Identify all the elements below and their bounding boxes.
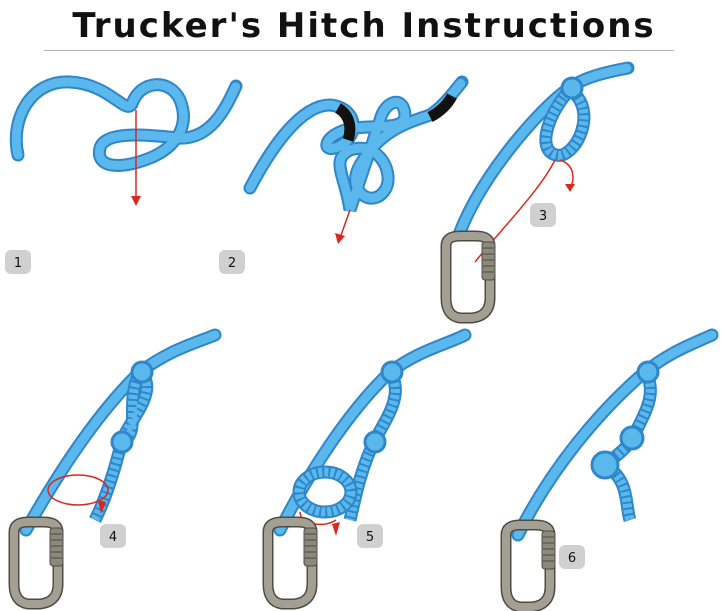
step-badge-1: 1 <box>5 250 31 274</box>
title-underline <box>44 50 674 51</box>
step-2-illustration <box>243 75 469 244</box>
marked-rope-segment <box>334 103 356 142</box>
step-badge-4: 4 <box>100 524 126 548</box>
svg-text:6: 6 <box>568 551 576 566</box>
svg-text:3: 3 <box>539 209 547 224</box>
step-4-illustration <box>14 328 222 604</box>
carabiner-icon <box>446 236 495 318</box>
step-badge-6: 6 <box>559 545 585 569</box>
step-5-illustration <box>268 328 472 604</box>
step-6-illustration <box>506 328 719 607</box>
svg-text:1: 1 <box>14 256 22 271</box>
svg-text:2: 2 <box>228 256 236 271</box>
step-3-illustration <box>446 61 635 318</box>
step-badge-5: 5 <box>357 524 383 548</box>
svg-text:4: 4 <box>109 530 117 545</box>
svg-text:5: 5 <box>366 530 374 545</box>
step-badge-2: 2 <box>219 250 245 274</box>
step-badge-3: 3 <box>530 203 556 227</box>
marked-rope-segment <box>427 93 457 122</box>
down-arrow-icon <box>339 209 351 239</box>
step-1-illustration <box>9 75 243 206</box>
rope <box>9 75 243 172</box>
page-title: Trucker's Hitch Instructions <box>72 6 656 46</box>
